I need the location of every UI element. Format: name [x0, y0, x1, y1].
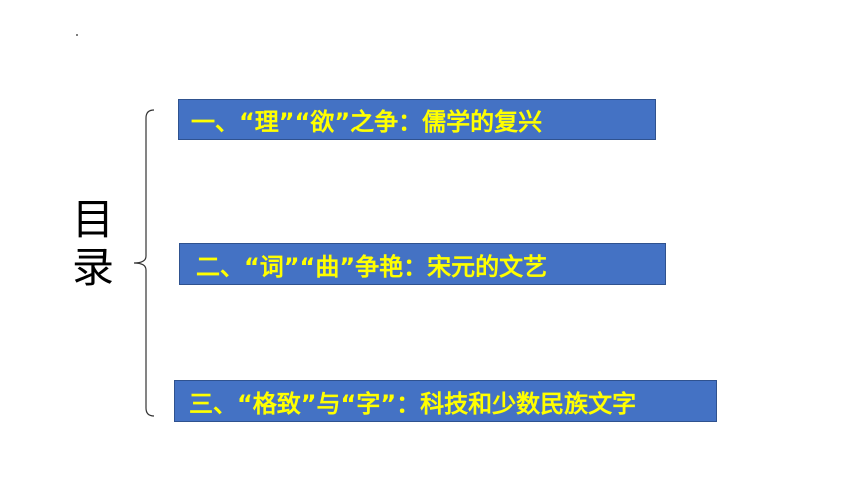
section-item-2[interactable]: 二、“词”“曲”争艳：宋元的文艺 — [179, 243, 666, 285]
curly-brace-icon — [133, 109, 155, 417]
section-item-1-label: 一、“理”“欲”之争：儒学的复兴 — [191, 108, 543, 136]
section-item-2-label: 二、“词”“曲”争艳：宋元的文艺 — [196, 252, 548, 281]
section-item-1[interactable]: 一、“理”“欲”之争：儒学的复兴 — [178, 99, 656, 140]
section-item-3-label: 三、“格致”与“字”：科技和少数民族文字 — [189, 389, 637, 418]
section-item-3[interactable]: 三、“格致”与“字”：科技和少数民族文字 — [174, 380, 717, 422]
decorative-dot — [76, 34, 78, 36]
toc-title-char-2: 录 — [71, 243, 114, 292]
toc-title: 目 录 — [64, 196, 122, 292]
toc-title-char-1: 目 — [71, 195, 114, 244]
